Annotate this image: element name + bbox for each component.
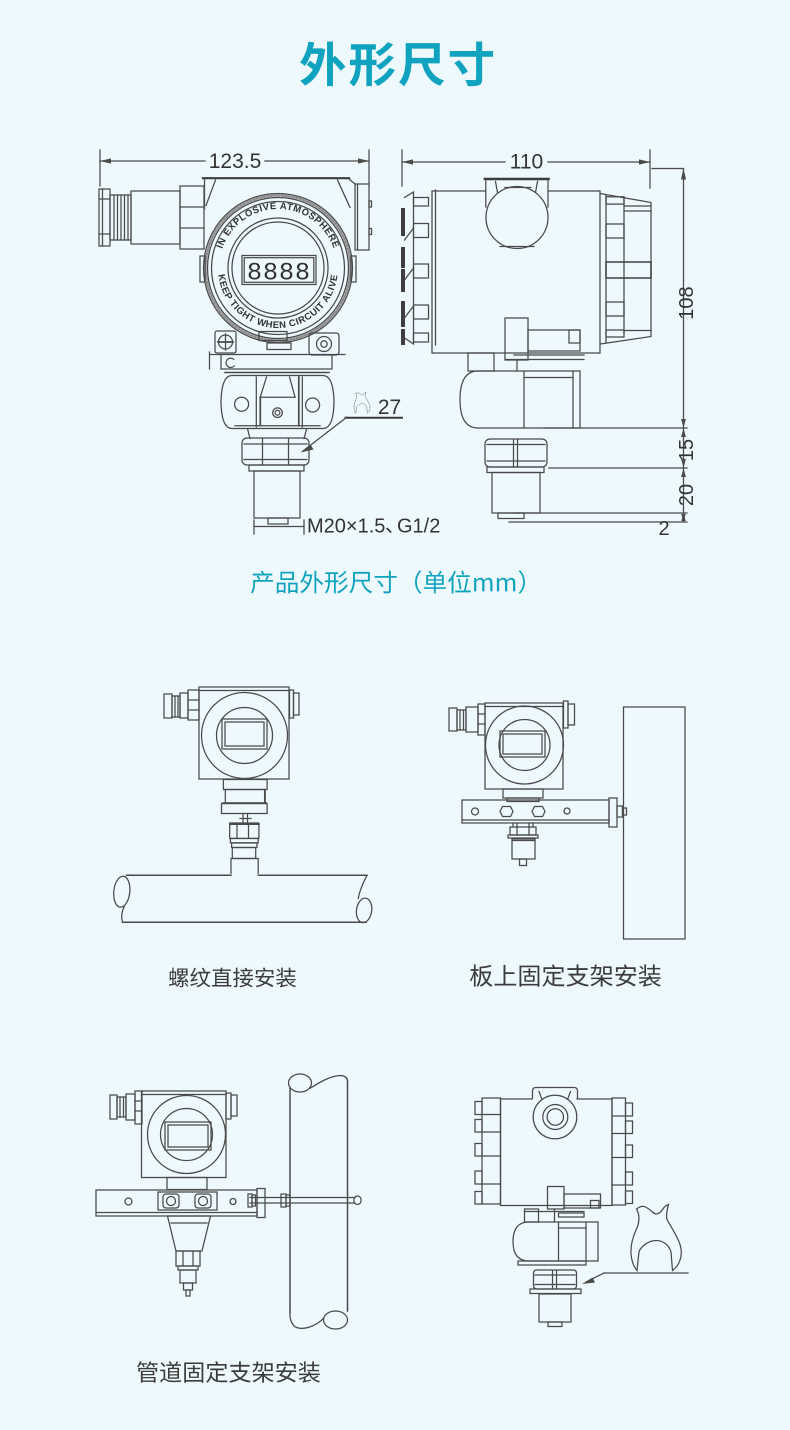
svg-text:G1/2: G1/2: [397, 516, 440, 538]
svg-text:2: 2: [658, 518, 669, 540]
svg-text:27: 27: [378, 396, 401, 419]
svg-text:15: 15: [676, 439, 698, 461]
svg-text:20: 20: [676, 484, 698, 506]
svg-text:123.5: 123.5: [209, 150, 262, 173]
svg-text:108: 108: [676, 286, 698, 319]
svg-text:8888: 8888: [247, 259, 311, 288]
svg-text:M20×1.5: M20×1.5: [307, 516, 385, 538]
svg-text:110: 110: [510, 151, 543, 174]
